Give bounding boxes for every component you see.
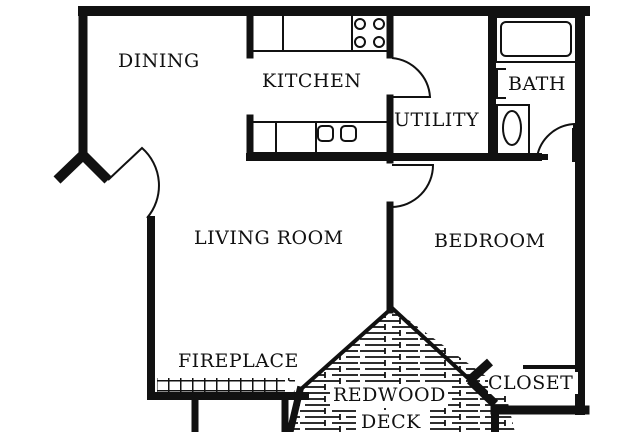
room-label-utility: UTILITY (394, 109, 480, 131)
kitchen-fixtures (251, 13, 389, 154)
utility-door (391, 57, 432, 98)
room-label-deck: DECK (361, 411, 421, 433)
doors (107, 57, 575, 219)
entry-door (107, 146, 160, 219)
room-label-bedroom: BEDROOM (434, 230, 546, 252)
room-label-kitchen: KITCHEN (262, 70, 362, 92)
toilet-icon (502, 110, 522, 146)
room-label-fireplace: FIREPLACE (178, 350, 299, 372)
sink-icon (317, 125, 357, 142)
room-label-redwood: REDWOOD (333, 384, 446, 406)
bedroom-door (391, 164, 435, 208)
walls (53, 6, 590, 432)
bathtub-icon (500, 21, 572, 57)
room-label-bath: BATH (508, 73, 566, 95)
bath-fixtures (495, 16, 577, 156)
bath-door (536, 122, 575, 158)
room-label-living-room: LIVING ROOM (194, 227, 344, 249)
room-label-dining: DINING (118, 50, 200, 72)
stove-icon (354, 18, 385, 48)
room-label-closet: CLOSET (488, 372, 574, 394)
vanity-icon (496, 68, 506, 99)
